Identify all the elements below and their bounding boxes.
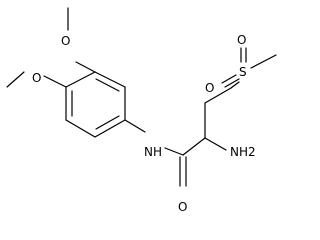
bond-alpha-to-amine <box>204 137 227 151</box>
benzene-ring <box>65 71 126 138</box>
amine-label: NH2 <box>230 145 256 159</box>
methoxy-left-oxygen-label: O <box>32 71 41 85</box>
bond-s-to-methyl <box>250 54 277 69</box>
bond-s-to-o-bottom-b <box>224 78 240 88</box>
chemical-structure-diagram: O O NH O NH2 S O O <box>6 7 277 214</box>
ring-bond-6 <box>65 71 96 88</box>
ring-bond-4 <box>65 119 96 138</box>
ring-double-bond-1 <box>95 78 120 92</box>
bond-ring-to-o-left <box>43 75 67 88</box>
methoxy-top: O <box>61 7 96 73</box>
bond-o-left-to-methyl <box>6 71 25 88</box>
amide-group: NH O <box>124 119 206 214</box>
bond-s-to-o-bottom-a <box>221 74 237 84</box>
bond-ch2-to-sulfur <box>230 81 240 89</box>
sulfonyl-oxygen-top-label: O <box>237 33 246 47</box>
methylsulfonyl-group: S O O <box>205 33 277 95</box>
bond-ring-to-nh <box>124 119 146 133</box>
alpha-carbon-group: NH2 <box>204 81 256 159</box>
amide-oxygen-label: O <box>178 200 187 214</box>
ring-double-bond-2 <box>95 115 120 130</box>
sulfur-label: S <box>239 65 247 79</box>
bond-ch2-to-ch2 <box>204 87 232 104</box>
ring-bond-1 <box>94 71 126 88</box>
bond-nh-to-carbonyl <box>164 147 184 156</box>
bond-ring-to-o-top <box>75 61 96 73</box>
bond-carbonyl-to-alpha <box>182 137 206 156</box>
methoxy-left: O <box>6 71 67 88</box>
methoxy-top-oxygen-label: O <box>61 34 70 48</box>
ring-bond-3 <box>94 119 126 138</box>
amide-nh-label: NH <box>144 145 162 159</box>
sulfonyl-oxygen-bottom-label: O <box>205 81 214 95</box>
